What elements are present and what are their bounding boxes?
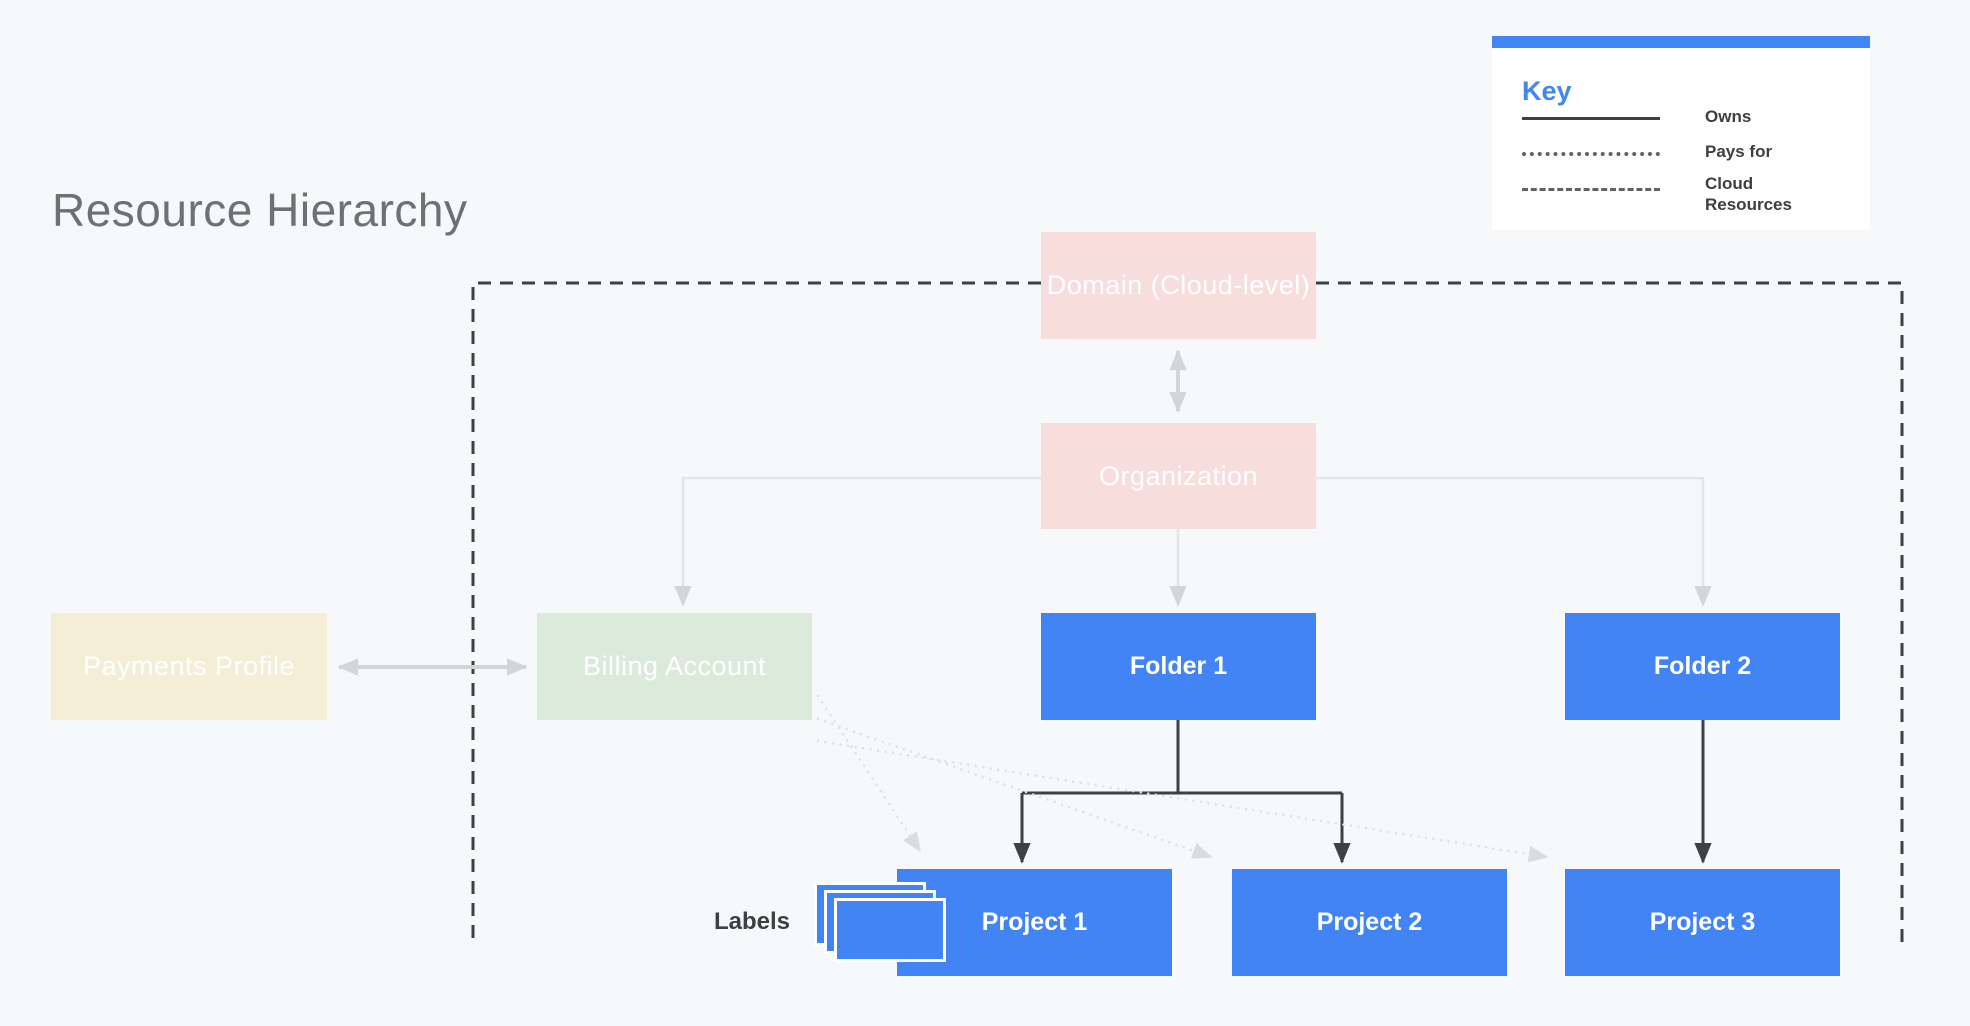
legend-label-cloud-resources: Cloud Resources [1705, 174, 1792, 214]
legend-label-owns: Owns [1705, 107, 1752, 126]
edge-folder1-branch [1022, 720, 1342, 795]
legend-dashed-line-sample [1522, 188, 1660, 191]
legend-heading: Key [1522, 76, 1572, 106]
node-billing-account: Billing Account [537, 613, 812, 720]
page-title: Resource Hierarchy [52, 184, 468, 236]
node-payments-profile: Payments Profile [51, 613, 327, 720]
node-folder-1: Folder 1 [1041, 613, 1316, 720]
edge-organization-folder2 [1316, 476, 1712, 607]
legend-label-pays-for: Pays for [1705, 142, 1773, 161]
node-folder-2: Folder 2 [1565, 613, 1840, 720]
legend-accent-bar [1492, 36, 1870, 48]
labels-caption: Labels [713, 908, 790, 935]
legend-dotted-line-sample [1522, 152, 1660, 156]
edge-billing-project1 [816, 694, 922, 853]
cloud-resources-boundary-left [471, 281, 1041, 940]
labels-stack-icon [834, 898, 946, 962]
edge-billing-project3 [816, 739, 1549, 863]
legend: Key Owns Pays for Cloud Resources [1492, 36, 1870, 230]
node-organization: Organization [1041, 423, 1316, 529]
node-project-2: Project 2 [1232, 869, 1507, 976]
node-project-3: Project 3 [1565, 869, 1840, 976]
legend-solid-line-sample [1522, 117, 1660, 120]
edge-billing-project2 [816, 717, 1213, 859]
node-domain: Domain (Cloud-level) [1041, 232, 1316, 339]
edge-organization-billing [674, 476, 1041, 607]
